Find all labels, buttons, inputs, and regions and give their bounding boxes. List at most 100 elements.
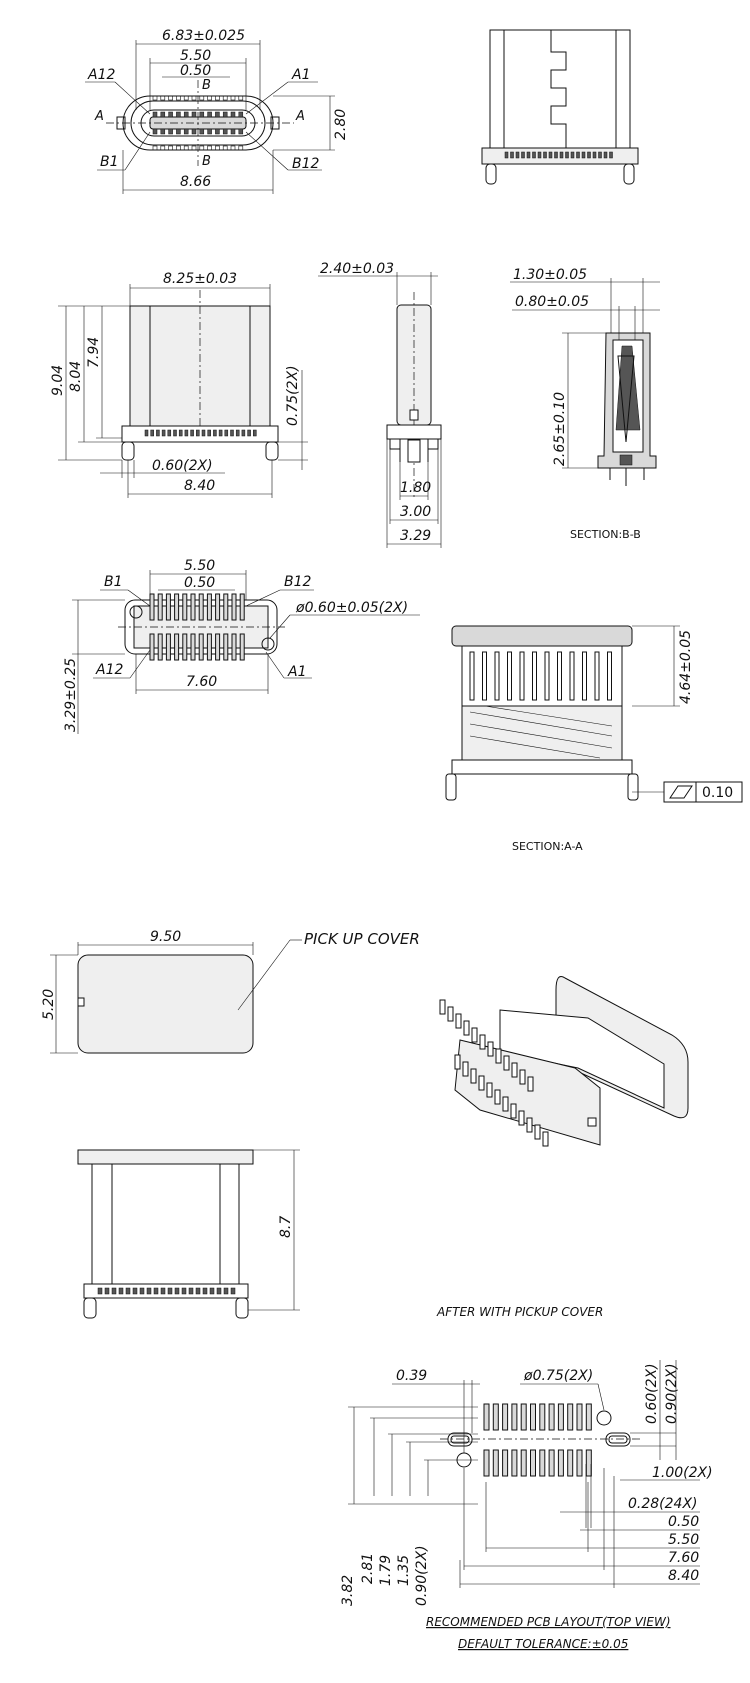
front-view-contacts xyxy=(144,429,257,437)
pcb-dim-135: 1.35 xyxy=(396,1555,412,1586)
top-contact xyxy=(215,111,220,118)
bottom-pin xyxy=(149,633,155,661)
top-pin xyxy=(152,145,158,151)
top-contact xyxy=(230,128,236,135)
top-pin xyxy=(160,145,166,151)
bottom-dim-hole: ø0.60±0.05(2X) xyxy=(295,600,408,616)
top-pin xyxy=(230,145,236,151)
front-dim-h2: 8.04 xyxy=(68,361,84,392)
pcb-pad xyxy=(585,1403,592,1431)
front-dim-leg: 0.60(2X) xyxy=(152,458,213,474)
cover-pin xyxy=(160,1287,166,1295)
bottom-pin xyxy=(190,633,196,661)
cover-pin xyxy=(209,1287,215,1295)
pickup-cover: 9.50 5.20 PICK UP COVER xyxy=(41,929,420,1054)
top-contact xyxy=(160,111,166,118)
rear-pin xyxy=(554,151,558,159)
cover-dim-w: 9.50 xyxy=(150,929,181,945)
rear-view xyxy=(481,29,639,185)
front-dim-leg-side: 0.75(2X) xyxy=(285,365,301,426)
pcb-pad xyxy=(585,1449,592,1477)
pcb-pad xyxy=(557,1449,564,1477)
rear-pin xyxy=(559,151,564,159)
iso-pin xyxy=(455,1013,462,1029)
rear-pin xyxy=(581,151,586,159)
front-view: 8.25±0.03 9.04 8.04 7.94 0.75(2X) 0.60(2… xyxy=(50,271,308,498)
rear-pin xyxy=(565,151,569,159)
pcb-pad xyxy=(557,1403,564,1431)
rear-pin xyxy=(603,151,608,159)
bottom-pin xyxy=(206,633,212,661)
pcb-pad xyxy=(539,1403,546,1431)
iso-pin xyxy=(542,1131,549,1147)
top-pin xyxy=(199,145,205,151)
top-contact xyxy=(176,128,181,135)
rear-pin xyxy=(576,151,580,159)
pcb-pad xyxy=(530,1403,536,1431)
top-contact xyxy=(215,128,220,135)
front-pin xyxy=(224,429,229,437)
pcb-pad xyxy=(520,1403,527,1431)
iso-caption: AFTER WITH PICKUP COVER xyxy=(436,1305,603,1319)
bottom-pin xyxy=(165,633,171,661)
iso-pin xyxy=(518,1110,525,1126)
top-pin xyxy=(191,145,197,151)
section-aa-contacts xyxy=(469,651,612,701)
pcb-dim-090: 0.90(2X) xyxy=(414,1545,430,1606)
top-pin xyxy=(222,95,228,101)
pcb-pad xyxy=(492,1449,499,1477)
pcb-pad xyxy=(530,1449,536,1477)
top-section-b-bottom: B xyxy=(202,154,211,169)
bottom-dim-span: 5.50 xyxy=(184,558,215,574)
section-bb: 1.30±0.05 0.80±0.05 2.65±0.10 SECTION:B-… xyxy=(510,267,660,541)
bottom-pin-b12: B12 xyxy=(284,574,312,590)
iso-pin xyxy=(462,1061,469,1077)
pcb-pad xyxy=(567,1449,574,1477)
iso-pin xyxy=(454,1054,461,1070)
bottom-pin xyxy=(174,593,180,621)
pcb-dim-050: 0.50 xyxy=(668,1514,699,1530)
bottom-pin xyxy=(198,633,204,661)
top-contact xyxy=(222,111,228,118)
pcb-pad xyxy=(576,1449,583,1477)
bottom-pin xyxy=(215,593,221,621)
cover-pin xyxy=(111,1287,117,1295)
aa-contact xyxy=(594,651,600,701)
iso-pin xyxy=(478,1075,485,1091)
top-dim-height: 2.80 xyxy=(333,109,349,140)
top-contact xyxy=(207,111,212,118)
rear-pin xyxy=(521,151,525,159)
bottom-pin xyxy=(231,633,237,661)
iso-pin xyxy=(471,1027,478,1043)
cover-side-dim-h: 8.7 xyxy=(278,1216,294,1238)
aa-contact xyxy=(519,651,525,701)
pcb-pad xyxy=(511,1403,518,1431)
cover-pin xyxy=(146,1287,152,1295)
top-pin xyxy=(230,95,236,101)
top-dim-pitch: 0.50 xyxy=(180,63,211,79)
iso-pin xyxy=(487,1041,494,1057)
iso-view-contacts xyxy=(439,999,549,1147)
bottom-pin xyxy=(149,593,155,621)
top-section-a-left: A xyxy=(94,109,104,124)
side-view: 2.40±0.03 1.80 3.00 3.29 xyxy=(318,261,442,548)
pcb-dim-550: 5.50 xyxy=(668,1532,699,1548)
section-aa: 4.64±0.05 0.10 SECTION:A-A xyxy=(445,625,743,853)
iso-pin xyxy=(479,1034,486,1050)
front-pin xyxy=(201,429,206,437)
cover-pin xyxy=(174,1287,180,1295)
iso-pin xyxy=(527,1076,534,1092)
pcb-dim-039: 0.39 xyxy=(396,1368,427,1384)
front-pin xyxy=(247,429,251,437)
front-pin xyxy=(213,429,217,437)
iso-pin xyxy=(486,1082,493,1098)
cover-pin xyxy=(125,1287,131,1295)
pcb-pad xyxy=(520,1449,527,1477)
top-pin xyxy=(176,145,181,151)
cover-pin xyxy=(167,1287,173,1295)
bottom-pin xyxy=(165,593,171,621)
top-pin xyxy=(152,95,158,101)
iso-pin xyxy=(526,1117,533,1133)
iso-pin xyxy=(470,1068,477,1084)
